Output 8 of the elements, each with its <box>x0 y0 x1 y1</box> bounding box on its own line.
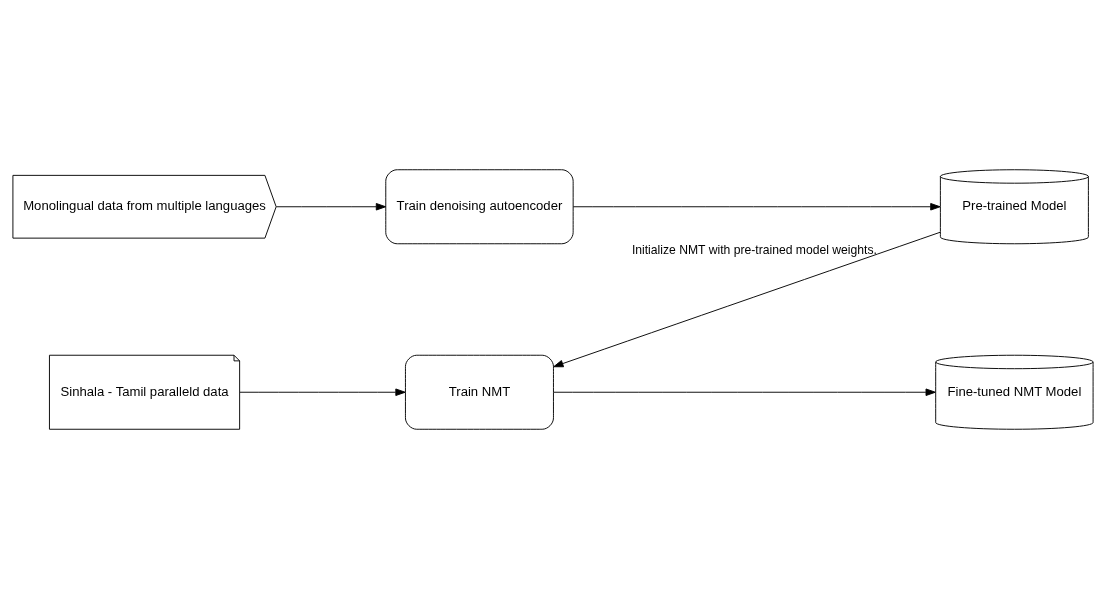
arrow <box>275 203 387 211</box>
node-box: Train denoising autoencoder <box>385 169 574 245</box>
arrow <box>239 388 406 396</box>
node-box: Train NMT <box>404 354 554 430</box>
arrow <box>572 203 941 211</box>
edge-label: Initialize NMT with pre-trained model weights. <box>631 242 877 257</box>
arrow <box>553 388 936 396</box>
arrow <box>553 231 941 368</box>
